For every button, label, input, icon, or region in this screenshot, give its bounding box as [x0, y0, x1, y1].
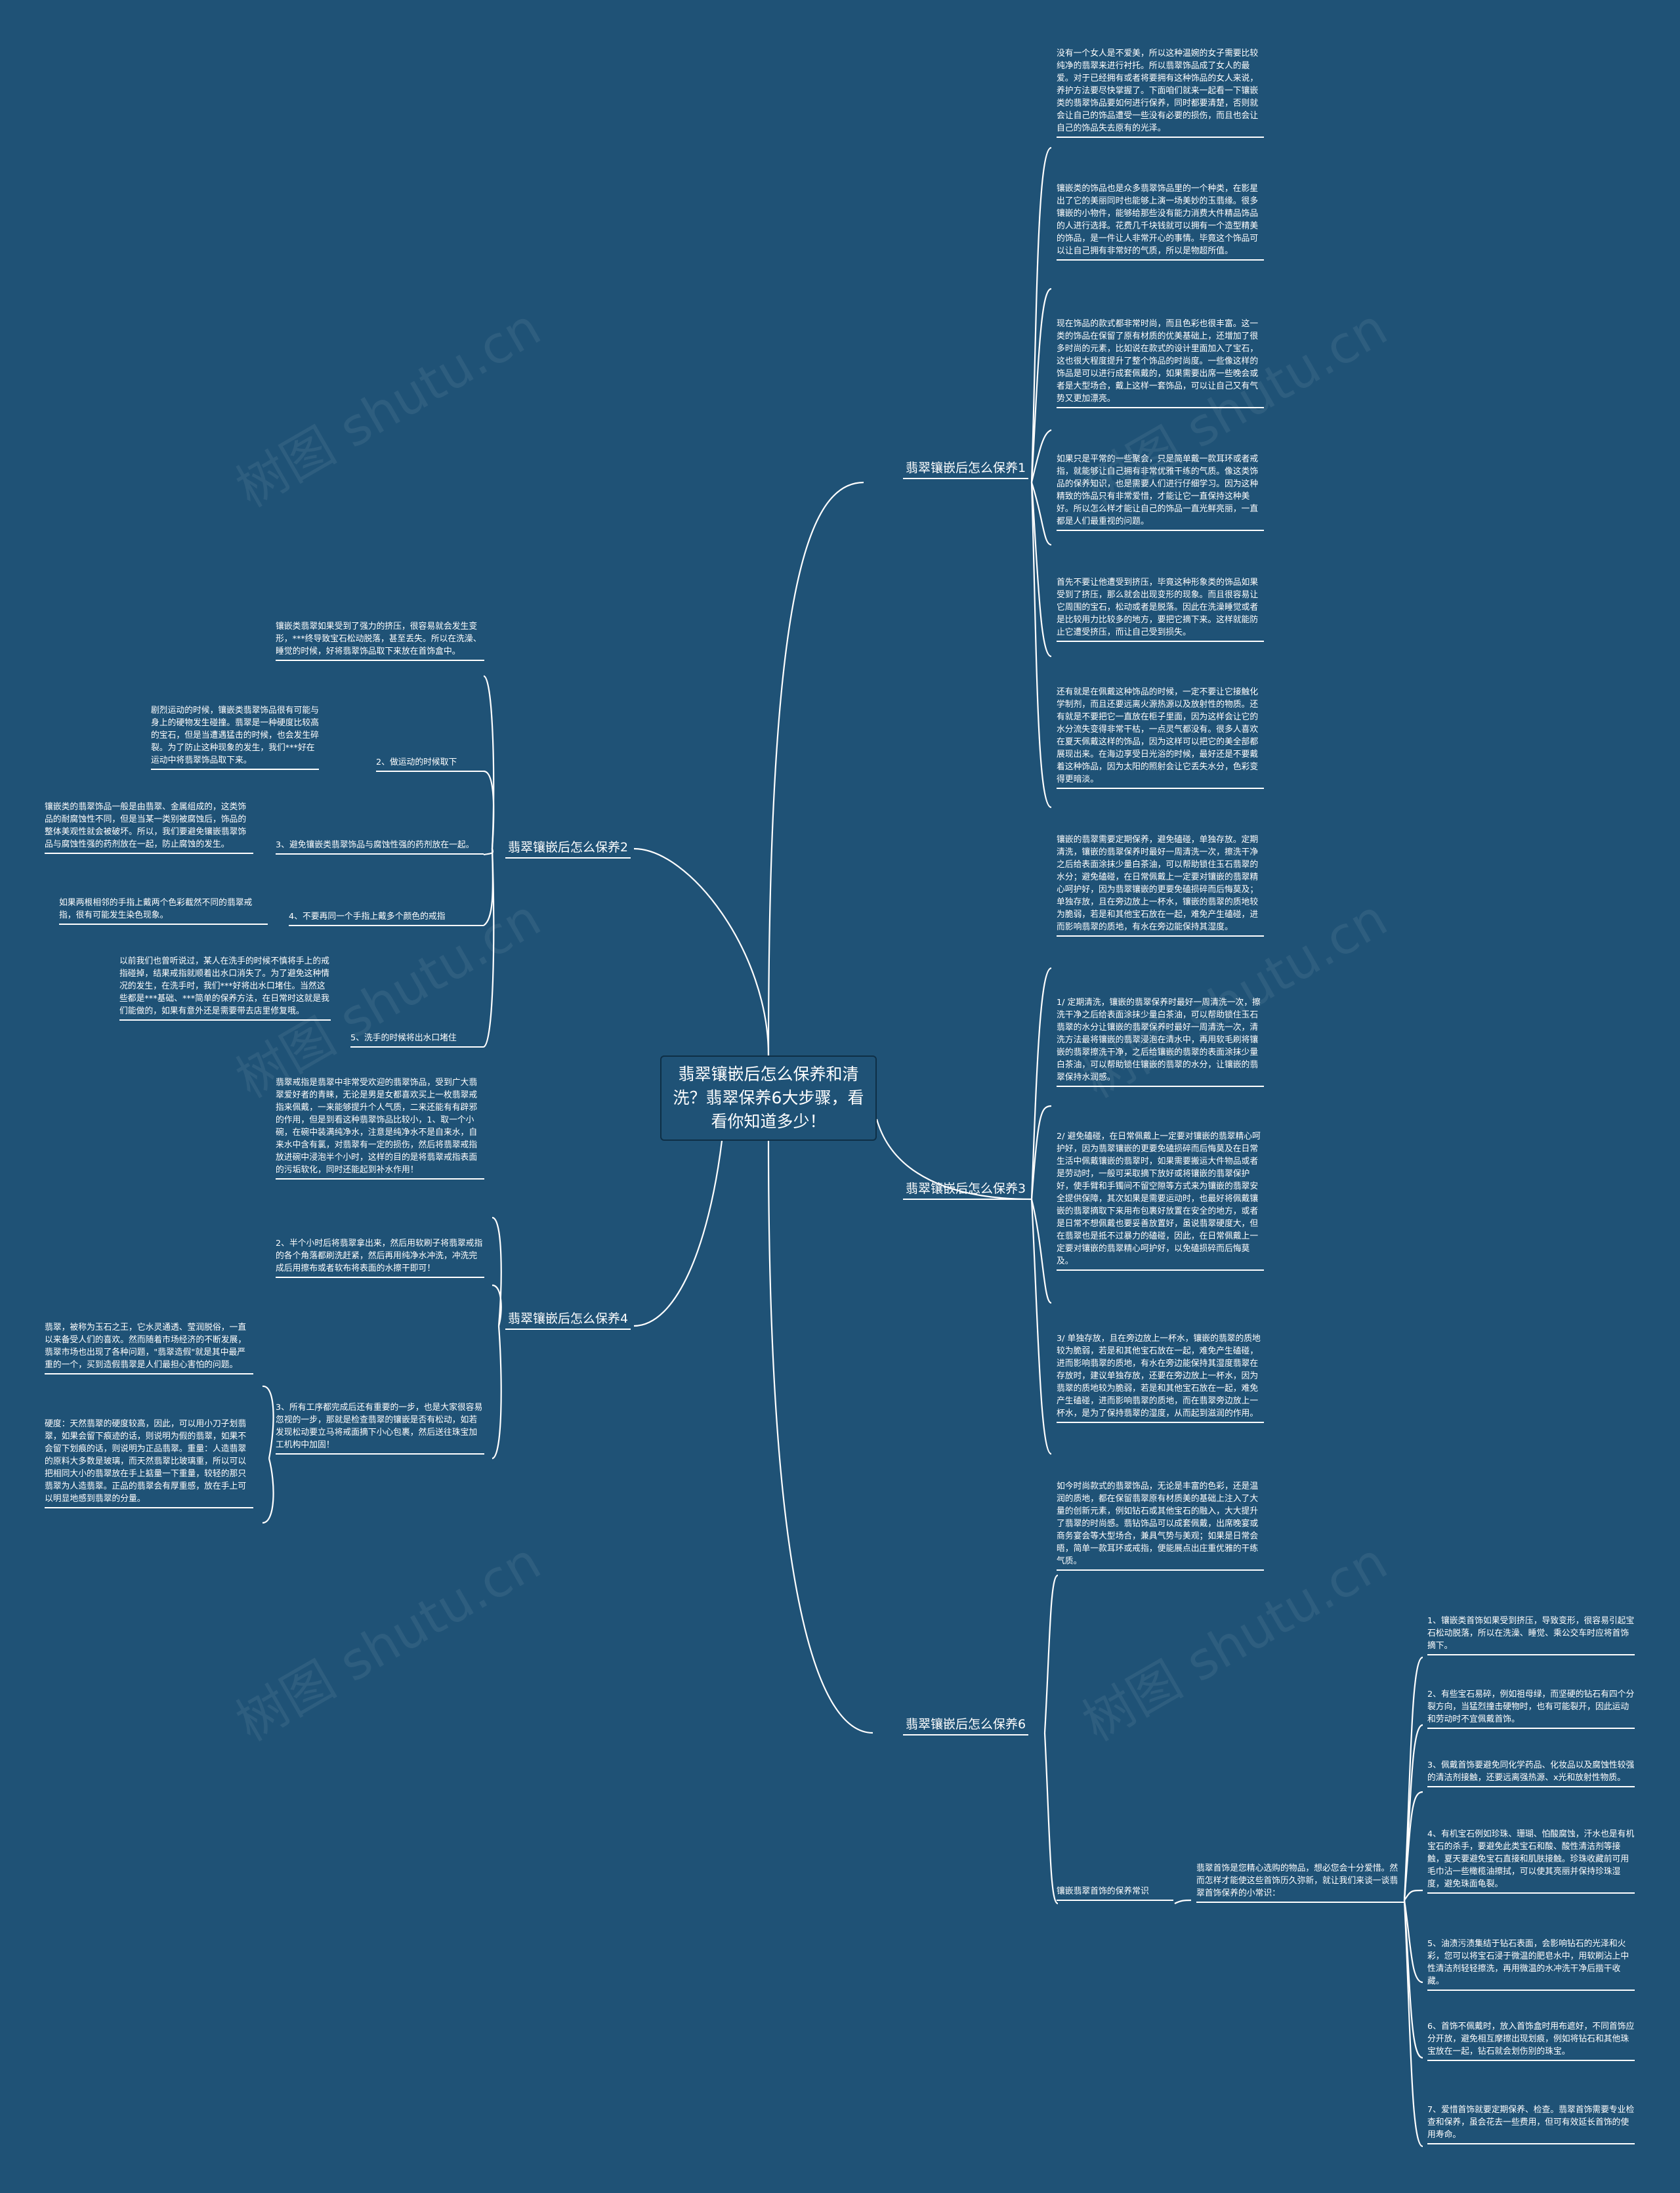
branch-6-sub-intro: 翡翠首饰是您精心选购的物品，想必您会十分爱惜。然而怎样才能使这些首饰历久弥新，就… — [1196, 1862, 1404, 1903]
branch-3-item: 3/ 单独存放，且在旁边放上一杯水，镶嵌的翡翠的质地较为脆弱，若是和其他宝石放在… — [1057, 1332, 1264, 1423]
branch-3-item: 2/ 避免磕碰，在日常佩戴上一定要对镶嵌的翡翠精心呵护好，因为翡翠镶嵌的更要免磕… — [1057, 1130, 1264, 1271]
branch-1-item: 没有一个女人是不爱美，所以这种温婉的女子需要比较纯净的翡翠来进行衬托。所以翡翠饰… — [1057, 47, 1264, 138]
branch-3-label[interactable]: 翡翠镶嵌后怎么保养3 — [903, 1180, 1029, 1200]
branch-1-item: 还有就是在佩戴这种饰品的时候，一定不要让它接触化学制剂，而且还要远离火源热源以及… — [1057, 686, 1264, 789]
care-tip-item: 3、佩戴首饰要避免同化学药品、化妆品以及腐蚀性较强的清洁剂接触，还要远离强热源、… — [1427, 1759, 1635, 1787]
branch-1-label[interactable]: 翡翠镶嵌后怎么保养1 — [903, 459, 1029, 479]
branch-2-item-label: 2、做运动的时候取下 — [376, 756, 484, 772]
care-tip-item: 1、镶嵌类首饰如果受到挤压，导致变形，很容易引起宝石松动脱落，所以在洗澡、睡觉、… — [1427, 1615, 1635, 1655]
branch-4-item: 翡翠戒指是翡翠中非常受欢迎的翡翠饰品，受到广大翡翠爱好者的青睐，无论是男是女都喜… — [276, 1076, 484, 1180]
central-topic-text: 翡翠镶嵌后怎么保养和清洗？翡翠保养6大步骤，看看你知道多少！ — [673, 1065, 864, 1131]
branch-2-item-detail: 剧烈运动的时候，镶嵌类翡翠饰品很有可能与身上的硬物发生碰撞。翡翠是一种硬度比较高… — [151, 704, 319, 770]
care-tip-item: 2、有些宝石易碎，例如祖母绿，而坚硬的钻石有四个分裂方向，当猛烈撞击硬物时，也有… — [1427, 1688, 1635, 1729]
branch-2-item-label: 3、避免镶嵌类翡翠饰品与腐蚀性强的药剂放在一起。 — [276, 839, 484, 855]
branch-4-item: 翡翠，被称为玉石之王，它水灵通透、莹润脱俗，一直以来备受人们的喜欢。然而随着市场… — [45, 1321, 253, 1374]
care-tip-item: 6、首饰不佩戴时，放入首饰盒时用布遮好，不同首饰应分开放，避免相互摩擦出现划痕，… — [1427, 2020, 1635, 2061]
care-tip-item: 4、有机宝石例如珍珠、珊瑚、怕酸腐蚀，汗水也是有机宝石的杀手，要避免此类宝石和酸… — [1427, 1828, 1635, 1894]
branch-1-item: 镶嵌类的饰品也是众多翡翠饰品里的一个种类，在影星出了它的美丽同时也能够上演一场美… — [1057, 182, 1264, 261]
branch-6-intro: 如今时尚款式的翡翠饰品，无论是丰富的色彩，还是温润的质地，都在保留翡翠原有材质美… — [1057, 1480, 1264, 1571]
branch-1-item: 首先不要让他遭受到挤压，毕竟这种形象类的饰品如果受到了挤压，那么就会出现变形的现… — [1057, 576, 1264, 642]
branch-4-label[interactable]: 翡翠镶嵌后怎么保养4 — [505, 1310, 631, 1330]
branch-2-item-detail: 以前我们也曾听说过，某人在洗手的时候不慎将手上的戒指碰掉，结果戒指就顺着出水口消… — [119, 955, 331, 1021]
branch-2-item-detail: 镶嵌类的翡翠饰品一般是由翡翠、金属组成的，这类饰品的耐腐蚀性不同，但是当某一类别… — [45, 801, 253, 854]
branch-2-item-label: 5、洗手的时候将出水口堵住 — [350, 1032, 484, 1048]
branch-2-item-detail: 镶嵌类翡翠如果受到了强力的挤压，很容易就会发生变形，***终导致宝石松动脱落，甚… — [276, 620, 484, 661]
branch-6-sub-label[interactable]: 镶嵌翡翠首饰的保养常识 — [1057, 1885, 1173, 1901]
care-tip-item: 5、油渍污渍集结于钻石表面，会影响钻石的光泽和火彩，您可以将宝石浸于微温的肥皂水… — [1427, 1938, 1635, 1991]
central-topic[interactable]: 翡翠镶嵌后怎么保养和清洗？翡翠保养6大步骤，看看你知道多少！ — [660, 1055, 877, 1141]
branch-3-item: 镶嵌的翡翠需要定期保养，避免磕碰，单独存放。定期清洗，镶嵌的翡翠保养时最好一周清… — [1057, 834, 1264, 937]
branch-2-item-detail: 如果两根相邻的手指上戴两个色彩截然不同的翡翠戒指，很有可能发生染色现象。 — [59, 897, 268, 925]
branch-4-item: 硬度：天然翡翠的硬度较高，因此，可以用小刀子划翡翠，如果会留下痕迹的话，则说明为… — [45, 1418, 253, 1508]
branch-1-item: 如果只是平常的一些聚会，只是简单戴一款耳环或者戒指，就能够让自己拥有非常优雅干练… — [1057, 453, 1264, 531]
branch-2-item-label: 4、不要再同一个手指上戴多个颜色的戒指 — [289, 910, 484, 926]
branch-4-item: 3、所有工序都完成后还有重要的一步，也是大家很容易忽视的一步，那就是检查翡翠的镶… — [276, 1401, 484, 1455]
branch-2-label[interactable]: 翡翠镶嵌后怎么保养2 — [505, 839, 631, 859]
branch-3-item: 1/ 定期清洗，镶嵌的翡翠保养时最好一周清洗一次，擦洗干净之后给表面涂抹少量白茶… — [1057, 996, 1264, 1087]
branch-1-item: 现在饰品的款式都非常时尚，而且色彩也很丰富。这一类的饰品在保留了原有材质的优美基… — [1057, 318, 1264, 408]
care-tip-item: 7、爱惜首饰就要定期保养、检查。翡翠首饰需要专业检查和保养，虽会花去一些费用，但… — [1427, 2104, 1635, 2144]
branch-4-item: 2、半个小时后将翡翠拿出来，然后用软刷子将翡翠戒指的各个角落都刷洗赶紧，然后再用… — [276, 1237, 484, 1278]
branch-6-label[interactable]: 翡翠镶嵌后怎么保养6 — [903, 1716, 1029, 1735]
